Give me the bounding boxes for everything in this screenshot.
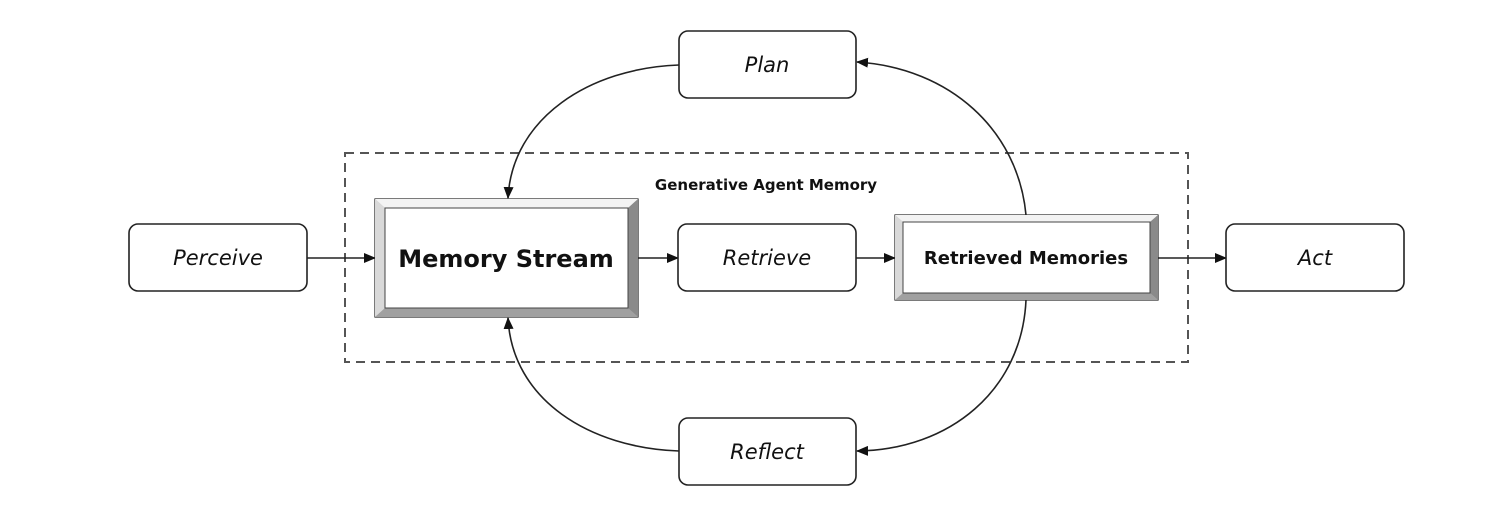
act-label: Act	[1296, 246, 1333, 270]
arrow-reflect-to-memory-stream	[503, 317, 680, 452]
reflect-label: Reflect	[730, 440, 805, 464]
plan-label: Plan	[745, 53, 790, 77]
connectors	[307, 57, 1227, 456]
arrow-retrieved-memories-to-plan	[856, 57, 1027, 216]
act-node: Act	[1225, 223, 1405, 292]
perceive-label: Perceive	[173, 246, 263, 270]
reflect-node: Reflect	[678, 417, 857, 486]
arrow-retrieved-memories-to-reflect	[856, 299, 1027, 456]
memory-stream-label: Memory Stream	[398, 245, 614, 273]
retrieve-node: Retrieve	[677, 223, 857, 292]
retrieved-memories-label: Retrieved Memories	[924, 248, 1128, 269]
plan-node: Plan	[678, 30, 857, 99]
perceive-node: Perceive	[128, 223, 308, 292]
retrieve-label: Retrieve	[723, 246, 811, 270]
container-label: Generative Agent Memory	[655, 176, 877, 194]
retrieved-memories-node: Retrieved Memories	[894, 214, 1159, 301]
arrow-plan-to-memory-stream	[503, 64, 680, 199]
memory-stream-node: Memory Stream	[374, 198, 639, 318]
